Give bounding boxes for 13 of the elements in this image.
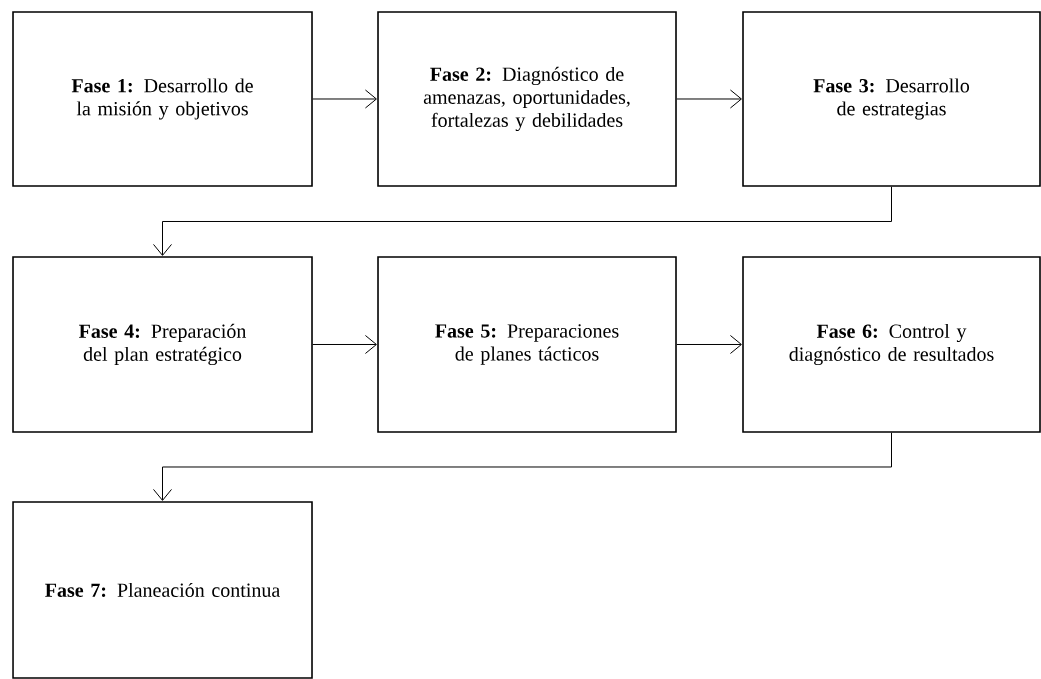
process-box: Fase 5: Preparaciones de planes tácticos <box>377 256 677 433</box>
process-box: Fase 2: Diagnóstico de amenazas, oportunidades, fortalezas y debilidades <box>377 11 677 187</box>
arrow <box>312 89 377 109</box>
process-box: Fase 1: Desarrollo de la misión y objetivos <box>12 11 313 187</box>
arrow <box>676 335 742 354</box>
arrow <box>153 186 892 256</box>
process-box: Fase 4: Preparación del plan estratégico <box>12 256 313 433</box>
process-box: Fase 6: Control y diagnóstico de resultados <box>742 256 1041 433</box>
arrow <box>676 89 742 109</box>
arrow <box>312 335 377 354</box>
arrow <box>153 432 892 501</box>
process-box: Fase 7: Planeación continua <box>12 501 313 679</box>
process-box: Fase 3: Desarrollo de estrategias <box>742 11 1041 187</box>
